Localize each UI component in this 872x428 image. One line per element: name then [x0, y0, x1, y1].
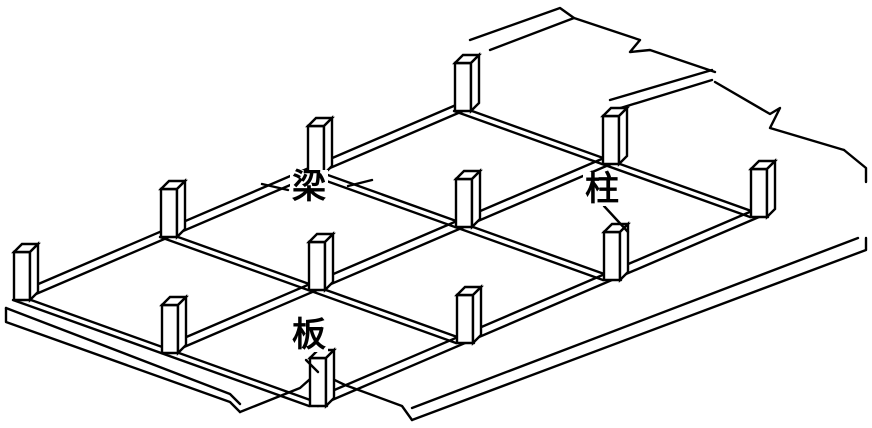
label-beam: 梁 — [290, 167, 328, 207]
column-3-1 — [600, 105, 630, 167]
leader-slab — [304, 358, 320, 374]
column-3-1-front-face — [601, 114, 621, 166]
leader-column — [602, 204, 630, 234]
beam-long-1-top — [168, 153, 613, 346]
slab-top-edge-front-right — [410, 236, 860, 410]
column-group — [11, 52, 778, 409]
rail-back-upper — [608, 68, 714, 102]
column-2-1 — [453, 168, 483, 230]
column-0-0-side-face — [28, 241, 40, 303]
slab-top-edge-front-left — [4, 306, 242, 406]
column-3-0-side-face — [469, 52, 481, 114]
slab-edge-right-end — [842, 148, 868, 184]
beam-long-1-bottom — [168, 162, 613, 355]
slab-edge-front-left — [4, 306, 242, 414]
column-1-0-side-face — [175, 178, 187, 240]
label-slab: 板 — [290, 315, 328, 355]
beam-grid — [11, 100, 770, 408]
column-0-1-front-face — [160, 303, 180, 355]
column-1-1-side-face — [323, 231, 335, 293]
column-3-2 — [748, 158, 778, 220]
column-1-2-front-face — [455, 293, 475, 345]
column-0-0-front-face — [12, 250, 32, 302]
label-column: 柱 — [583, 169, 621, 209]
column-1-2 — [454, 284, 484, 346]
column-0-1 — [159, 294, 189, 356]
column-2-1-side-face — [470, 168, 482, 230]
slab-edge-front-right — [410, 236, 868, 422]
column-2-0 — [305, 115, 335, 177]
column-3-1-side-face — [617, 105, 629, 167]
back-beam-end — [468, 6, 576, 52]
column-1-0-front-face — [159, 187, 179, 239]
column-1-1 — [306, 231, 336, 293]
beam-long-0-bottom — [20, 109, 465, 302]
column-0-0 — [11, 241, 41, 303]
break-line-upper — [572, 16, 717, 74]
beam-long-0-top — [20, 100, 465, 293]
beam-long-2-top — [316, 206, 761, 399]
column-2-2 — [601, 221, 631, 283]
label-leaders — [260, 178, 630, 374]
leader-beam-right — [346, 178, 374, 188]
column-0-2-side-face — [324, 347, 336, 409]
column-1-0 — [158, 178, 188, 240]
column-0-1-side-face — [176, 294, 188, 356]
column-0-2 — [307, 347, 337, 409]
column-3-0 — [452, 52, 482, 114]
column-2-2-side-face — [618, 221, 630, 283]
column-3-2-front-face — [749, 167, 769, 219]
leader-beam-left — [260, 182, 290, 192]
column-2-2-front-face — [602, 230, 622, 282]
column-1-1-front-face — [307, 240, 327, 292]
column-2-1-front-face — [454, 177, 474, 229]
column-3-2-side-face — [765, 158, 777, 220]
rail-back-lower — [612, 78, 714, 112]
column-1-2-side-face — [471, 284, 483, 346]
break-line-lower — [713, 80, 846, 152]
column-3-0-front-face — [453, 61, 473, 113]
beam-long-2-bottom — [316, 215, 761, 408]
column-2-0-side-face — [322, 115, 334, 177]
